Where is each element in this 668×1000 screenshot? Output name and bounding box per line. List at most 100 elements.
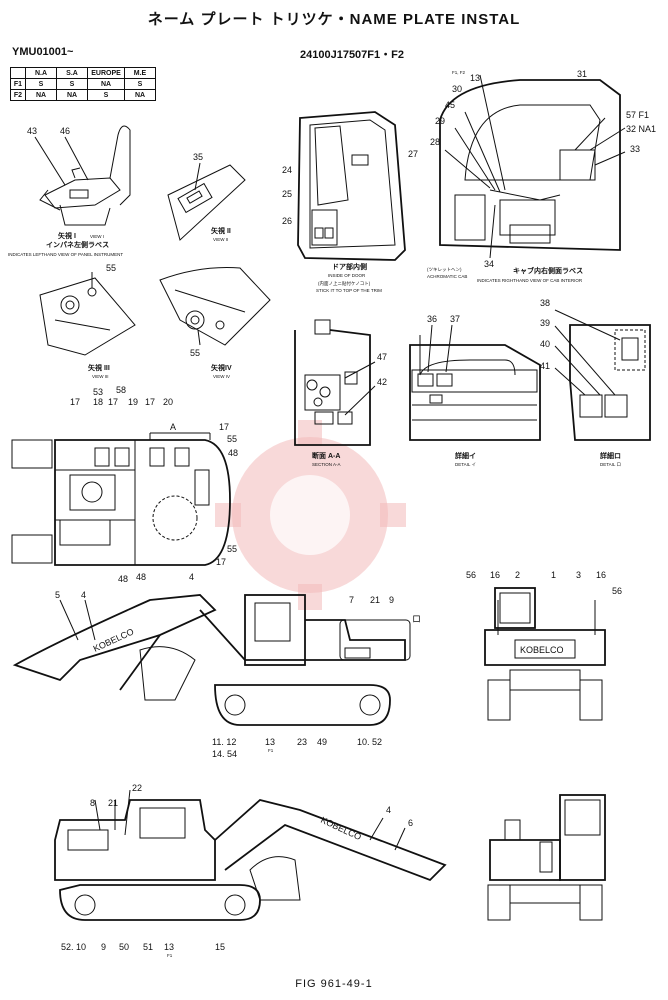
- detail-marker: ロ: [412, 614, 421, 624]
- callout-label: 13: [470, 73, 480, 83]
- view-caption-en: VIEW IV: [213, 374, 230, 379]
- detail-1-drawing: [409, 324, 541, 441]
- callout-label: 26: [282, 216, 292, 226]
- spec-table-row: F2 NA NA S NA: [10, 89, 156, 101]
- figure-label: FIG 961-49-1: [295, 978, 373, 990]
- view-caption-en: STICK IT TO TOP OF THE TRIM: [316, 288, 382, 293]
- callout-label: 55: [106, 263, 116, 273]
- callout-label: 9: [389, 595, 394, 605]
- callout-label: 58: [116, 385, 126, 395]
- callout-label: 52. 10: [61, 942, 86, 952]
- view-caption: 詳細イ: [455, 451, 476, 460]
- callout-label: 31: [577, 69, 587, 79]
- callout-label: 19: [128, 397, 138, 407]
- watermark-gear-icon: [215, 420, 406, 610]
- callout-label: 17: [219, 422, 229, 432]
- seat-drawing: [34, 125, 131, 226]
- spec-cell: NA: [124, 89, 156, 101]
- view-caption: キャブ内右側面ラベス: [513, 266, 583, 275]
- view-caption: ドア部内側: [332, 262, 367, 271]
- view-caption-en: VIEW III: [92, 374, 109, 379]
- section-a-drawing: [294, 319, 376, 446]
- callout-label: 56: [612, 586, 622, 596]
- callout-label: 28: [430, 137, 440, 147]
- callout-label: 4: [81, 590, 86, 600]
- rear-plate-text: KOBELCO: [520, 645, 564, 655]
- callout-label: 15: [215, 942, 225, 952]
- callout-label: F1, F2: [452, 70, 466, 75]
- callout-label: 16: [596, 570, 606, 580]
- view4-drawing: [159, 267, 271, 346]
- spec-table: N.A S.A EUROPE M.E F1 S S NA S F2 NA NA …: [10, 67, 156, 101]
- callout-label: 39: [540, 318, 550, 328]
- view-caption: 矢視 II: [210, 226, 231, 235]
- callout-label: 32 NA1: [626, 124, 656, 134]
- view-caption: インパネ左側ラベス: [46, 240, 109, 249]
- callout-label: 9: [101, 942, 106, 952]
- callout-label: 25: [282, 189, 292, 199]
- callout-label: 48: [228, 448, 238, 458]
- callout-label: 16: [490, 570, 500, 580]
- callout-label: 55: [190, 348, 200, 358]
- callout-label: 37: [450, 314, 460, 324]
- view-caption-en: ACHROMATIC CAB: [427, 274, 467, 279]
- callout-label: 13: [164, 942, 174, 952]
- front-view-drawing: [487, 794, 606, 921]
- callout-label: 27: [408, 149, 418, 159]
- view-caption: 矢視 III: [87, 363, 110, 372]
- boom-plate-text: KOBELCO: [319, 815, 363, 842]
- view-caption-note: (内面ノ上ニ貼付ケノコト): [318, 280, 371, 287]
- callout-label: 24: [282, 165, 292, 175]
- callout-label: 17: [70, 397, 80, 407]
- view2-drawing: [167, 162, 246, 241]
- callout-label: 56: [466, 570, 476, 580]
- callout-label: 51: [143, 942, 153, 952]
- view-caption-note: (ツキレットヘン): [427, 267, 462, 272]
- callout-label: 18: [93, 397, 103, 407]
- callout-label: 36: [427, 314, 437, 324]
- view-caption-en: VIEW I: [90, 234, 104, 239]
- rear-view-drawing: KOBELCO: [484, 587, 606, 721]
- view3-drawing: [39, 272, 136, 356]
- callout-label: 47: [377, 352, 387, 362]
- callout-label: 48: [118, 574, 128, 584]
- detail-2-drawing: [554, 309, 651, 441]
- callout-label: 43: [27, 126, 37, 136]
- callout-label: 29: [435, 116, 445, 126]
- callout-label: 1: [551, 570, 556, 580]
- callout-label: 45: [445, 100, 455, 110]
- callout-label: 55: [227, 544, 237, 554]
- callout-label: 53: [93, 387, 103, 397]
- spec-cell: S: [87, 89, 125, 101]
- cab-interior-drawing: [439, 74, 626, 259]
- callout-label: 41: [540, 361, 550, 371]
- spec-cell: F2: [10, 89, 26, 101]
- callout-label: 30: [452, 84, 462, 94]
- callout-label: 3: [576, 570, 581, 580]
- part-number: 24100J17507F1・F2: [300, 49, 404, 61]
- callout-label: 17: [145, 397, 155, 407]
- callout-label: 50: [119, 942, 129, 952]
- section-marker: A: [170, 422, 176, 432]
- view-caption: 矢視 I: [57, 231, 76, 240]
- callout-label: F1: [167, 953, 173, 958]
- view-caption-en: SECTION A-A: [312, 462, 341, 467]
- page-title: ネーム プレート トリツケ・NAME PLATE INSTAL: [147, 11, 521, 28]
- callout-label: 33: [630, 144, 640, 154]
- view-caption-en: INDICATES LEFTHAND VIEW OF PANEL INSTRUM…: [8, 252, 123, 257]
- view-caption-en: INSIDE OF DOOR: [328, 273, 366, 278]
- view-caption: 詳細ロ: [600, 451, 621, 460]
- spec-cell: NA: [56, 89, 88, 101]
- callout-label: 13: [265, 737, 275, 747]
- callout-label: 14. 54: [212, 749, 237, 759]
- view-caption-en: DETAIL ロ: [600, 462, 621, 467]
- callout-label: 4: [386, 805, 391, 815]
- callout-label: 21: [108, 798, 118, 808]
- callout-label: 11. 12: [212, 737, 236, 747]
- spec-table-header-row: N.A S.A EUROPE M.E: [10, 67, 156, 79]
- callout-label: 5: [55, 590, 60, 600]
- callout-label: 49: [317, 737, 327, 747]
- callout-label: 42: [377, 377, 387, 387]
- serial-range: YMU01001~: [12, 46, 74, 58]
